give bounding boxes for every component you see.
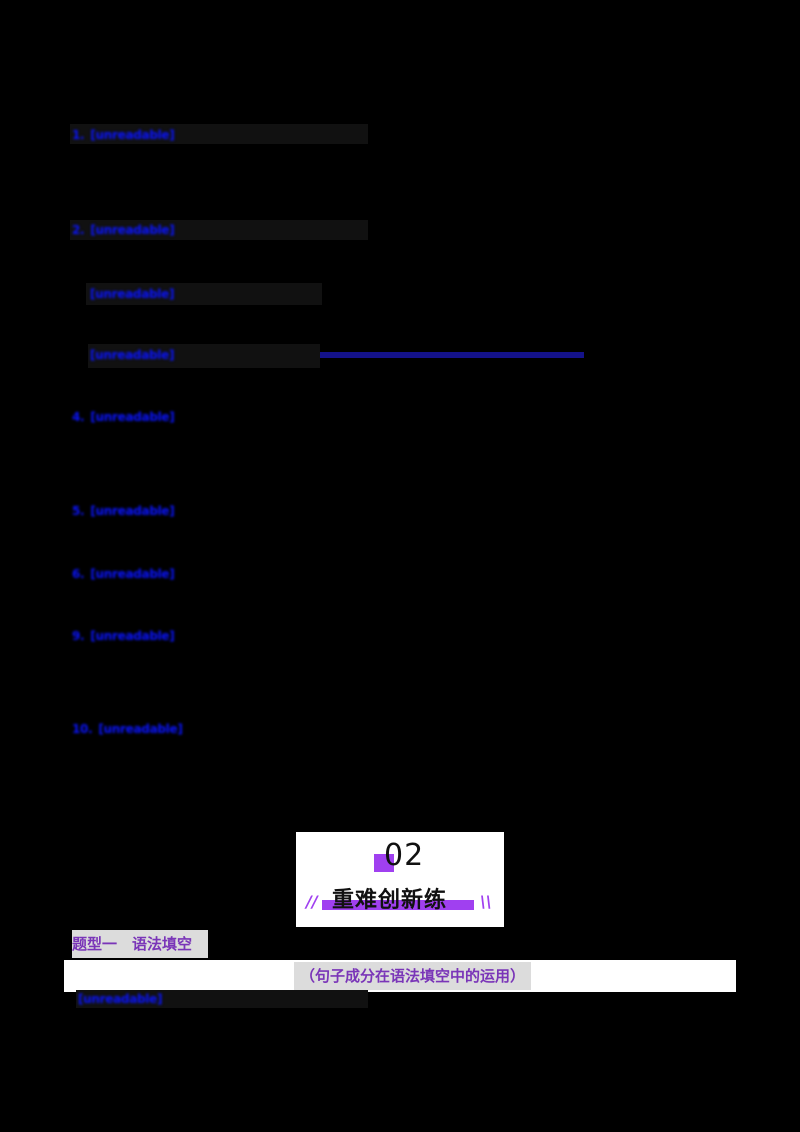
answer-blank-line	[320, 352, 584, 358]
citation-line-sub-2: [unreadable]	[90, 347, 174, 363]
citation-bg	[70, 124, 368, 144]
citation-text: [unreadable]	[90, 567, 175, 581]
citation-text: [unreadable]	[90, 287, 175, 301]
citation-text: [unreadable]	[90, 128, 175, 142]
citation-line-sub-1: [unreadable]	[90, 286, 174, 302]
citation-line-4: 4. [unreadable]	[72, 409, 175, 425]
citation-text: [unreadable]	[98, 722, 183, 736]
citation-text: [unreadable]	[90, 629, 175, 643]
banner-accent-square	[374, 854, 394, 872]
citation-text: [unreadable]	[90, 348, 175, 362]
citation-bg	[88, 344, 320, 368]
citation-number: 6.	[72, 567, 85, 581]
citation-line-5: 5. [unreadable]	[72, 503, 175, 519]
citation-number: 9.	[72, 629, 85, 643]
citation-line-2: 2. [unreadable]	[72, 222, 175, 238]
citation-line-10: 10. [unreadable]	[72, 721, 183, 737]
citation-line-6: 6. [unreadable]	[72, 566, 175, 582]
citation-line-1: 1. [unreadable]	[72, 127, 175, 143]
banner-title: 重难创新练	[332, 888, 448, 913]
banner-highlight-bar	[322, 900, 474, 910]
citation-number: 4.	[72, 410, 85, 424]
citation-line-bottom: [unreadable]	[78, 991, 162, 1007]
citation-line-9: 9. [unreadable]	[72, 628, 175, 644]
citation-text: [unreadable]	[78, 992, 163, 1006]
section-banner: 02 重难创新练 // \\	[296, 832, 504, 927]
citation-text: [unreadable]	[90, 410, 175, 424]
citation-text: [unreadable]	[90, 504, 175, 518]
citation-bg	[86, 283, 322, 305]
section-subtitle: （句子成分在语法填空中的运用）	[294, 962, 532, 990]
question-type-label: 题型一 语法填空	[72, 930, 208, 958]
banner-number: 02	[384, 838, 425, 873]
citation-bg	[70, 220, 368, 240]
citation-number: 5.	[72, 504, 85, 518]
citation-text: [unreadable]	[90, 223, 175, 237]
citation-number: 10.	[72, 722, 93, 736]
citation-number: 1.	[72, 128, 85, 142]
banner-right-deco-icon: \\	[480, 892, 492, 911]
citation-bg	[76, 990, 368, 1008]
citation-number: 2.	[72, 223, 85, 237]
banner-left-deco-icon: //	[306, 892, 318, 911]
